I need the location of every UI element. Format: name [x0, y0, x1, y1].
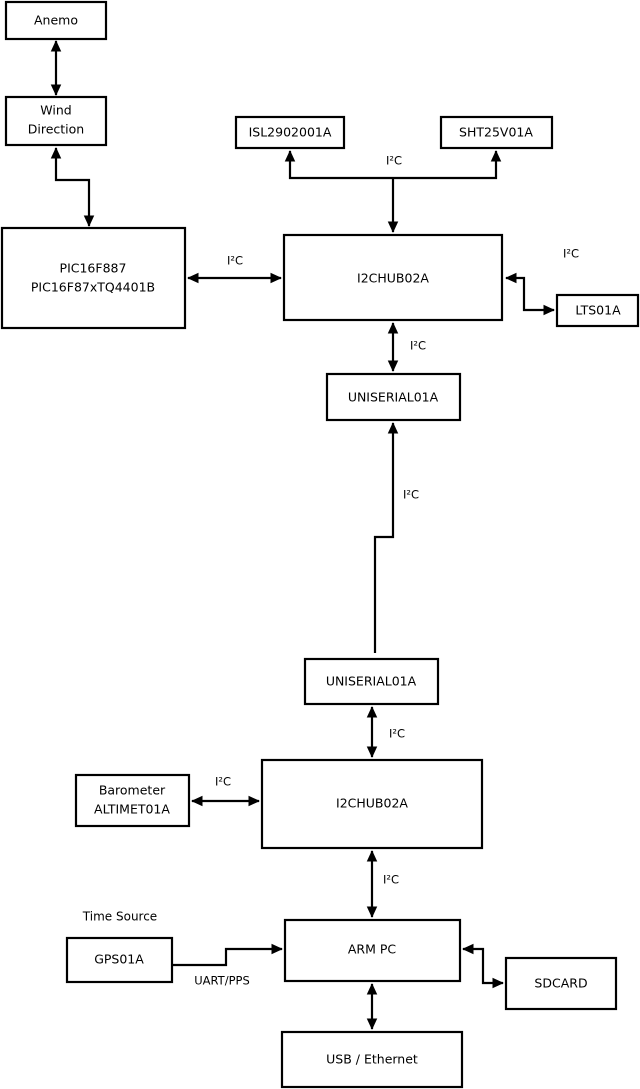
edge-line-armpc-sdcard: [462, 943, 504, 989]
node-box-sdcard: [504, 956, 618, 1011]
node-box-i2chub02a-top: [282, 233, 504, 322]
edge-label-i2c-hub-uniserial: I²C: [410, 339, 426, 353]
node-wind-direction[interactable]: Wind Direction: [4, 95, 108, 147]
node-box-arm-pc: [283, 918, 462, 983]
node-label-sdcard: SDCARD: [534, 976, 587, 991]
node-label-usb-ethernet: USB / Ethernet: [326, 1052, 418, 1067]
node-label-barometer-line2: ALTIMET01A: [94, 802, 170, 817]
node-label-pic-mcu-line2: PIC16F87xTQ4401B: [31, 280, 155, 295]
node-uniserial01a-bottom[interactable]: UNISERIAL01A: [303, 657, 440, 706]
node-label-arm-pc: ARM PC: [348, 942, 397, 957]
node-label-i2chub02a-top: I2CHUB02A: [357, 271, 429, 286]
edge-gps-armpc: [172, 943, 283, 967]
node-label-i2chub02a-bottom: I2CHUB02A: [336, 796, 408, 811]
node-usb-ethernet[interactable]: USB / Ethernet: [280, 1030, 464, 1089]
node-lts01a[interactable]: LTS01A: [555, 293, 640, 328]
node-barometer[interactable]: Barometer ALTIMET01A: [74, 773, 191, 828]
edge-armpc-sdcard: [462, 943, 504, 989]
node-gps01a[interactable]: GPS01A: [65, 936, 174, 984]
node-box-barometer: [74, 773, 191, 828]
node-box-i2chub02a-bottom: [260, 758, 484, 850]
node-box-lts01a: [555, 293, 640, 328]
node-i2chub02a-bottom[interactable]: I2CHUB02A: [260, 758, 484, 850]
edge-line-hub-top-to-lts: [505, 272, 555, 316]
node-label-sht25v01a: SHT25V01A: [459, 125, 533, 140]
edge-line-pic-wind: [50, 147, 95, 227]
node-box-anemo: [4, 0, 108, 41]
node-i2chub02a-top[interactable]: I2CHUB02A: [282, 233, 504, 322]
edge-line-hub-top-to-sht: [393, 150, 502, 180]
edge-hub-top-lts: [505, 272, 555, 316]
edge-label-i2c-hub-armpc: I²C: [383, 873, 399, 887]
node-pic-mcu[interactable]: PIC16F887 PIC16F87xTQ4401B: [0, 226, 187, 330]
edge-label-i2c-uniserial-hub-bottom: I²C: [389, 727, 405, 741]
node-label-isl2902001a: ISL2902001A: [249, 125, 332, 140]
node-anemo[interactable]: Anemo: [4, 0, 108, 41]
edge-label-i2c-uniserial-link: I²C: [403, 488, 419, 502]
node-label-uniserial01a-bottom: UNISERIAL01A: [326, 674, 417, 689]
node-box-wind-direction: [4, 95, 108, 147]
node-box-isl2902001a: [234, 115, 346, 150]
node-label-wind-direction-line2: Direction: [28, 122, 84, 137]
node-label-anemo: Anemo: [34, 13, 78, 28]
edge-line-hub-top-to-isl: [284, 150, 393, 180]
node-sdcard[interactable]: SDCARD: [504, 956, 618, 1011]
edge-label-uart-pps: UART/PPS: [194, 974, 250, 988]
node-label-barometer-line1: Barometer: [99, 783, 166, 798]
node-isl2902001a[interactable]: ISL2902001A: [234, 115, 346, 150]
node-box-gps01a: [65, 936, 174, 984]
node-label-pic-mcu-line1: PIC16F887: [60, 261, 127, 276]
label-time-source: Time Source: [82, 910, 157, 924]
node-box-uniserial01a-bottom: [303, 657, 440, 706]
edge-label-i2c-barometer-hub: I²C: [215, 775, 231, 789]
node-box-usb-ethernet: [280, 1030, 464, 1089]
node-box-sht25v01a: [439, 115, 554, 150]
edge-hub-top-sensors: [284, 150, 502, 233]
node-box-pic-mcu: [0, 226, 187, 330]
edge-uniserial-link: [373, 422, 399, 653]
node-uniserial01a-top[interactable]: UNISERIAL01A: [325, 372, 462, 422]
node-box-uniserial01a-top: [325, 372, 462, 422]
edge-label-i2c-hub-sensors: I²C: [386, 154, 402, 168]
node-label-uniserial01a-top: UNISERIAL01A: [348, 390, 439, 405]
edge-label-i2c-hub-lts: I²C: [563, 247, 579, 261]
node-label-lts01a: LTS01A: [575, 303, 621, 318]
edge-line-uniserial-link: [373, 422, 399, 653]
node-arm-pc[interactable]: ARM PC: [283, 918, 462, 983]
edge-pic-wind: [50, 147, 95, 227]
node-label-gps01a: GPS01A: [94, 952, 144, 967]
node-label-wind-direction-line1: Wind: [40, 103, 71, 118]
node-sht25v01a[interactable]: SHT25V01A: [439, 115, 554, 150]
edge-label-i2c-pic-hub: I²C: [227, 254, 243, 268]
edge-line-gps-armpc: [172, 943, 283, 967]
